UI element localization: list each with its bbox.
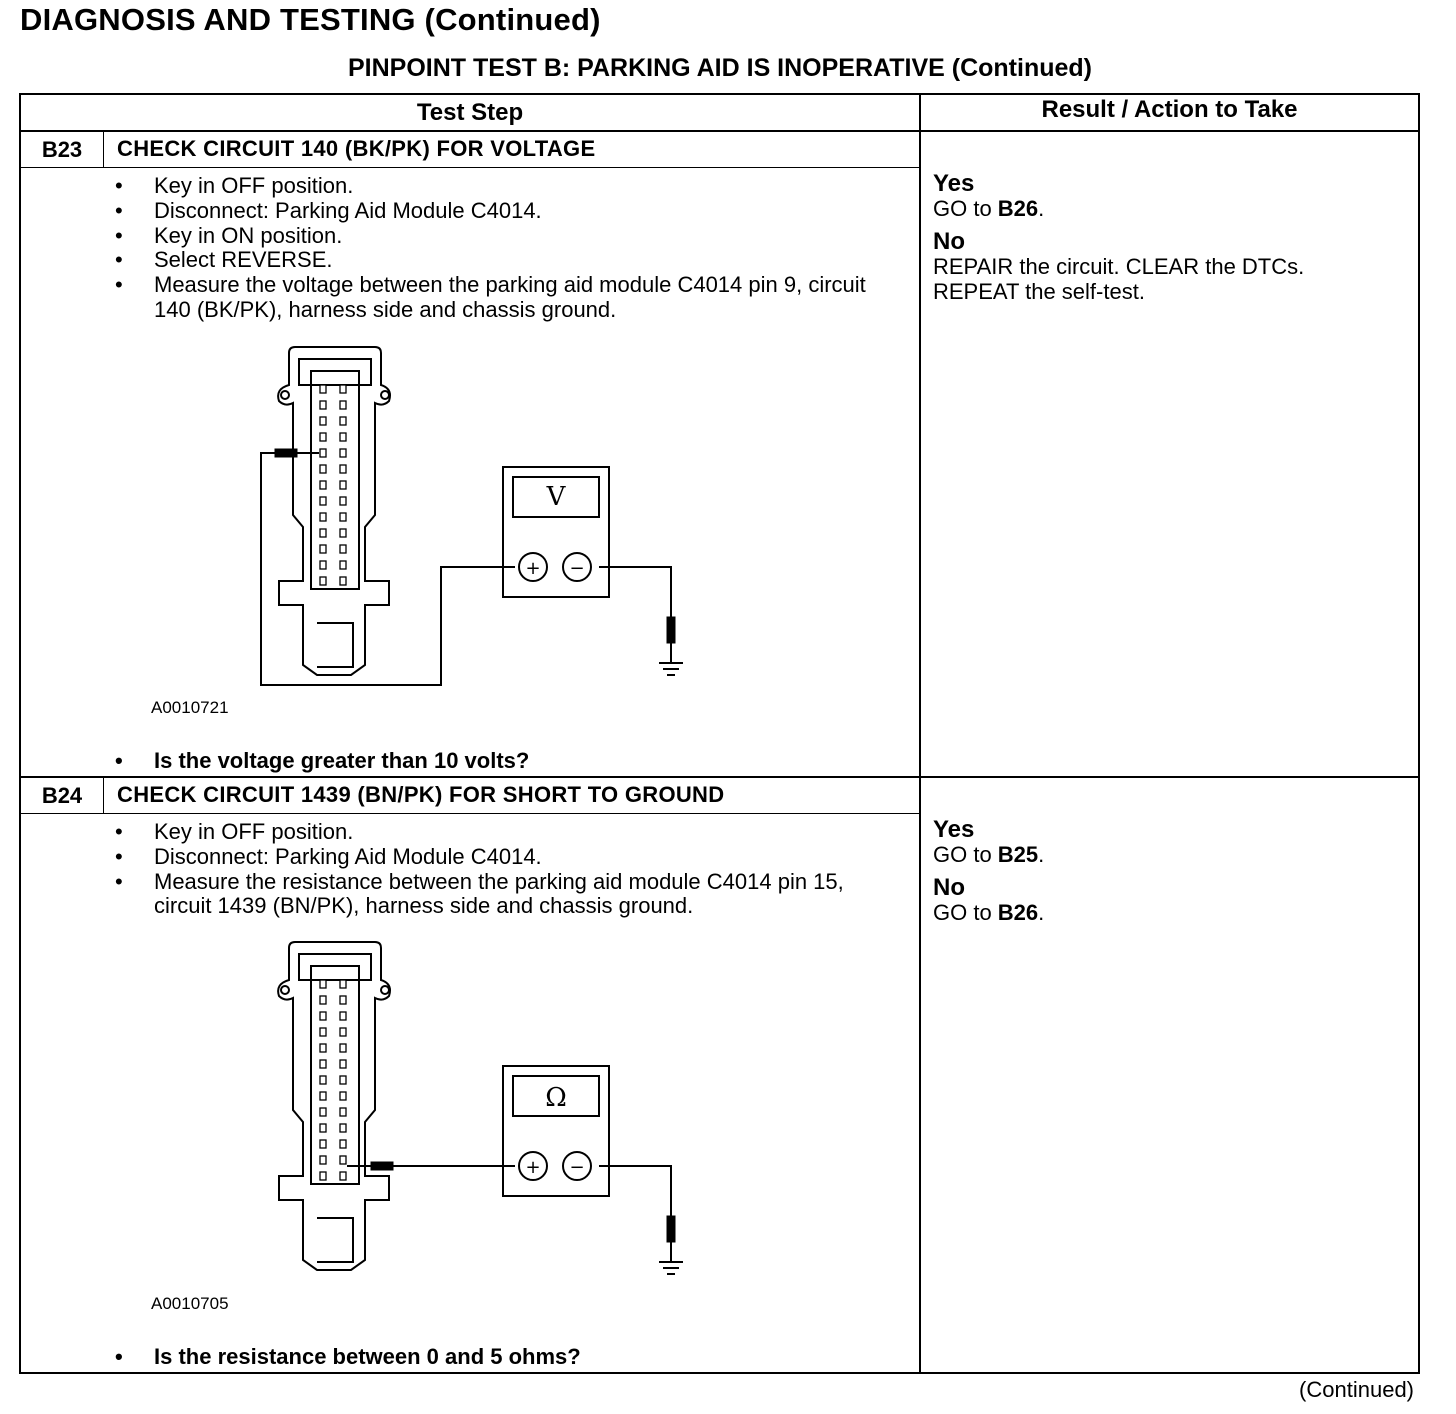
step-b23-question: Is the voltage greater than 10 volts? (113, 748, 529, 774)
instruction-item: Key in OFF position. (113, 819, 873, 845)
step-b24-diagram: Ω + − (277, 941, 683, 1275)
step-b23-id: B23 (41, 137, 83, 162)
ground-symbol (659, 1215, 683, 1275)
meter-minus-terminal: − (569, 558, 584, 579)
step-link-b26[interactable]: B26 (997, 196, 1039, 221)
step-b23-title-divider (21, 167, 919, 168)
result-no-label: No (933, 228, 965, 255)
instruction-item: Disconnect: Parking Aid Module C4014. (113, 844, 873, 870)
voltmeter (502, 466, 610, 598)
connector-shell (277, 346, 391, 676)
step-divider (21, 776, 1418, 778)
column-divider (919, 95, 921, 1372)
continued-footer: (Continued) (1299, 1377, 1414, 1402)
result-no-action: GO to B26. (933, 900, 1045, 925)
result-yes-label: Yes (933, 816, 975, 843)
step-b24-instructions: Key in OFF position. Disconnect: Parking… (113, 819, 873, 920)
meter-plus-terminal: + (525, 558, 540, 579)
result-yes-action: GO to B25. (933, 842, 1045, 867)
meter-minus-terminal: − (569, 1157, 584, 1178)
meter-display-symbol: V (546, 482, 567, 512)
step-b24-question: Is the resistance between 0 and 5 ohms? (113, 1344, 581, 1370)
step-b23-figure-id: A0010721 (151, 698, 229, 717)
result-yes-action: GO to B26. (933, 196, 1045, 221)
pinpoint-test-table: Test Step Result / Action to Take B23 CH… (19, 93, 1420, 1374)
column-header-result-action: Result / Action to Take (1041, 96, 1298, 123)
header-divider (21, 130, 1418, 132)
instruction-item: Measure the resistance between the parki… (113, 869, 873, 920)
step-b23-diagram: V + − (260, 346, 683, 686)
result-no-action: REPEAT the self-test. (933, 279, 1145, 304)
step-b23-results: Yes GO to B26. No REPAIR the circuit. CL… (933, 171, 1413, 304)
step-b23-id-divider (103, 132, 104, 168)
test-probe (274, 448, 319, 458)
step-b24-results: Yes GO to B25. No GO to B26. (933, 817, 1413, 925)
result-no-action: REPAIR the circuit. CLEAR the DTCs. (933, 254, 1305, 279)
step-link-b26[interactable]: B26 (997, 900, 1039, 925)
negative-lead (599, 1165, 672, 1216)
meter-plus-terminal: + (525, 1157, 540, 1178)
instruction-item: Select REVERSE. (113, 248, 873, 273)
step-b24-figure-id: A0010705 (151, 1294, 229, 1313)
instruction-item: Disconnect: Parking Aid Module C4014. (113, 198, 873, 224)
instruction-item: Key in ON position. (113, 223, 873, 249)
result-yes-label: Yes (933, 170, 975, 197)
step-b24-id: B24 (41, 783, 83, 808)
ground-symbol (659, 616, 683, 676)
result-no-label: No (933, 874, 965, 901)
step-b23-title: CHECK CIRCUIT 140 (BK/PK) FOR VOLTAGE (117, 136, 596, 161)
instruction-item: Key in OFF position. (113, 173, 873, 199)
pinpoint-test-title: PINPOINT TEST B: PARKING AID IS INOPERAT… (348, 54, 1092, 82)
connector-shell (277, 941, 391, 1271)
positive-lead (260, 452, 515, 686)
negative-lead (599, 566, 672, 617)
step-b24-title: CHECK CIRCUIT 1439 (BN/PK) FOR SHORT TO … (117, 782, 725, 807)
column-header-test-step: Test Step (416, 99, 524, 126)
instruction-item: Measure the voltage between the parking … (113, 272, 873, 323)
step-b23-instructions: Key in OFF position. Disconnect: Parking… (113, 173, 873, 323)
meter-display-symbol: Ω (545, 1083, 567, 1113)
step-b24-title-divider (21, 813, 919, 814)
page-heading: DIAGNOSIS AND TESTING (Continued) (20, 2, 601, 37)
step-link-b25[interactable]: B25 (997, 842, 1039, 867)
test-probe (347, 1161, 394, 1171)
ohmmeter (502, 1065, 610, 1197)
step-b24-id-divider (103, 778, 104, 814)
